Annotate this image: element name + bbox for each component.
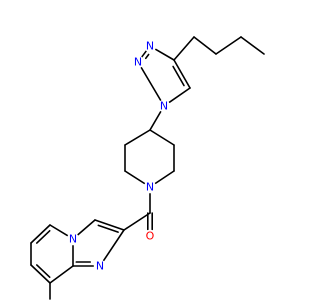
bond-double-22 <box>30 224 51 244</box>
atom-label-n: N <box>146 181 154 194</box>
atom-label-n: N <box>69 233 77 246</box>
bond-single-7 <box>168 87 191 104</box>
bond-single-18 <box>123 212 151 231</box>
atom-label-background <box>143 180 157 194</box>
bond-single-1 <box>215 36 242 55</box>
bond-double-8-inner <box>172 65 185 87</box>
atom-label-background <box>131 55 145 69</box>
bond-single-28 <box>102 229 125 262</box>
bond-single-21 <box>49 224 69 237</box>
bond-double-19-inner <box>97 224 119 233</box>
bond-single-10 <box>124 129 151 146</box>
bond-single-20 <box>77 219 96 236</box>
atom-label-background <box>157 99 171 113</box>
atom-label-n: N <box>160 100 168 113</box>
bond-single-2 <box>193 36 217 55</box>
bond-single-13 <box>154 170 175 185</box>
bond-single-3 <box>173 36 195 61</box>
bond-single-9 <box>149 110 162 131</box>
bond-single-6 <box>140 66 162 102</box>
atom-label-o: O <box>146 230 155 243</box>
atom-label-background <box>143 39 157 53</box>
bond-double-24-inner <box>35 264 51 279</box>
bond-double-24 <box>30 264 51 284</box>
bond-double-8 <box>173 59 191 89</box>
atom-label-n: N <box>146 40 154 53</box>
bond-single-25 <box>49 265 74 284</box>
atom-label-background <box>143 229 157 243</box>
bond-single-12 <box>124 170 146 185</box>
atom-label-n: N <box>96 260 104 273</box>
bond-double-19 <box>94 219 125 231</box>
atom-label-n: N <box>134 56 142 69</box>
atom-label-background <box>66 232 80 246</box>
bond-double-22-inner <box>35 229 51 244</box>
bond-single-0 <box>240 36 265 55</box>
bond-double-5-inner <box>144 53 150 60</box>
bond-single-15 <box>149 129 175 146</box>
bond-double-5 <box>141 50 147 58</box>
atom-label-background <box>93 259 107 273</box>
bond-single-4 <box>154 48 175 61</box>
bond-layer <box>30 36 265 300</box>
